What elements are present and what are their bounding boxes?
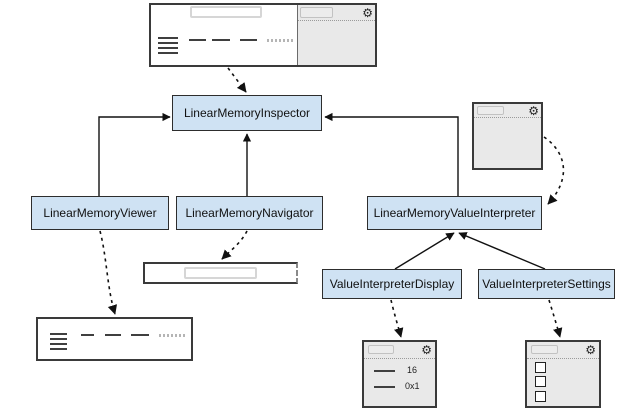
- value-interpreter-window-preview: ⚙: [472, 102, 543, 170]
- pane-header-separator: [474, 117, 541, 118]
- settings-checkbox: [535, 362, 546, 373]
- edge-display-to-preview: [390, 299, 404, 338]
- address-column-line: [158, 47, 178, 49]
- address-column-line: [50, 338, 67, 340]
- edge-toppreview-to-inspector: [227, 67, 247, 93]
- memory-byte-dash: [105, 334, 121, 336]
- memory-byte-dash: [189, 39, 206, 41]
- value-type-line: [374, 370, 395, 372]
- address-column-line: [50, 343, 67, 345]
- node-linear-memory-inspector: LinearMemoryInspector: [172, 95, 322, 131]
- pane-input-mockup: [531, 345, 558, 354]
- navigator-bar-preview: [143, 262, 298, 284]
- memory-inspector-window-preview: ⚙: [149, 3, 377, 67]
- edge-rightpreview-to-interpreter: [543, 136, 565, 205]
- value-text: 16: [407, 365, 418, 375]
- pane-header-separator: [527, 358, 599, 359]
- settings-checkbox: [535, 391, 546, 402]
- pane-header-separator: [364, 358, 435, 359]
- ascii-column-dots: [159, 334, 185, 337]
- value-type-line: [374, 386, 395, 388]
- edge-settings-to-preview: [548, 299, 563, 338]
- pane-input-mockup: [300, 7, 333, 18]
- memory-byte-dash: [212, 39, 230, 41]
- edge-navigator-to-preview: [221, 230, 248, 260]
- interpreter-pane-mockup: ⚙: [297, 5, 375, 65]
- node-value-interpreter-settings: ValueInterpreterSettings: [478, 269, 615, 299]
- address-column-line: [158, 52, 178, 54]
- memory-byte-dash: [81, 334, 94, 336]
- node-label: LinearMemoryNavigator: [185, 206, 314, 220]
- node-linear-memory-navigator: LinearMemoryNavigator: [176, 196, 323, 230]
- node-linear-memory-value-interpreter: LinearMemoryValueInterpreter: [367, 196, 542, 230]
- address-column-line: [50, 348, 67, 350]
- gear-icon: ⚙: [362, 6, 373, 20]
- node-label: LinearMemoryInspector: [183, 106, 311, 120]
- edge-viewer-to-preview: [99, 230, 118, 315]
- node-linear-memory-viewer: LinearMemoryViewer: [31, 196, 169, 230]
- pane-header-separator: [298, 20, 375, 21]
- ascii-column-dots: [267, 39, 293, 42]
- memory-byte-dash: [131, 334, 149, 336]
- node-label: ValueInterpreterDisplay: [329, 277, 455, 291]
- pane-input-mockup: [477, 106, 504, 115]
- node-value-interpreter-display: ValueInterpreterDisplay: [322, 269, 462, 299]
- node-label: LinearMemoryValueInterpreter: [373, 206, 536, 220]
- address-column-line: [158, 42, 178, 44]
- gear-icon: ⚙: [528, 104, 539, 118]
- gear-icon: ⚙: [585, 343, 596, 357]
- edge-viewer-to-inspector: [98, 112, 171, 196]
- edge-settings-to-interpreter: [458, 232, 546, 270]
- interpreter-display-window-preview: ⚙ 16 0x1: [362, 340, 437, 408]
- pane-input-mockup: [368, 345, 394, 354]
- address-column-line: [50, 333, 67, 335]
- gear-icon: ⚙: [421, 343, 432, 357]
- node-label: LinearMemoryViewer: [43, 206, 157, 220]
- value-text: 0x1: [405, 381, 420, 391]
- address-column-line: [158, 37, 178, 39]
- settings-checkbox: [535, 376, 546, 387]
- address-input-mockup: [184, 267, 257, 279]
- address-input-mockup: [190, 6, 262, 18]
- edge-display-to-interpreter: [394, 232, 455, 270]
- edge-interpreter-to-inspector: [324, 112, 459, 196]
- memory-viewer-window-preview: [36, 317, 193, 361]
- interpreter-settings-window-preview: ⚙: [525, 340, 601, 408]
- memory-byte-dash: [240, 39, 257, 41]
- node-label: ValueInterpreterSettings: [482, 277, 611, 291]
